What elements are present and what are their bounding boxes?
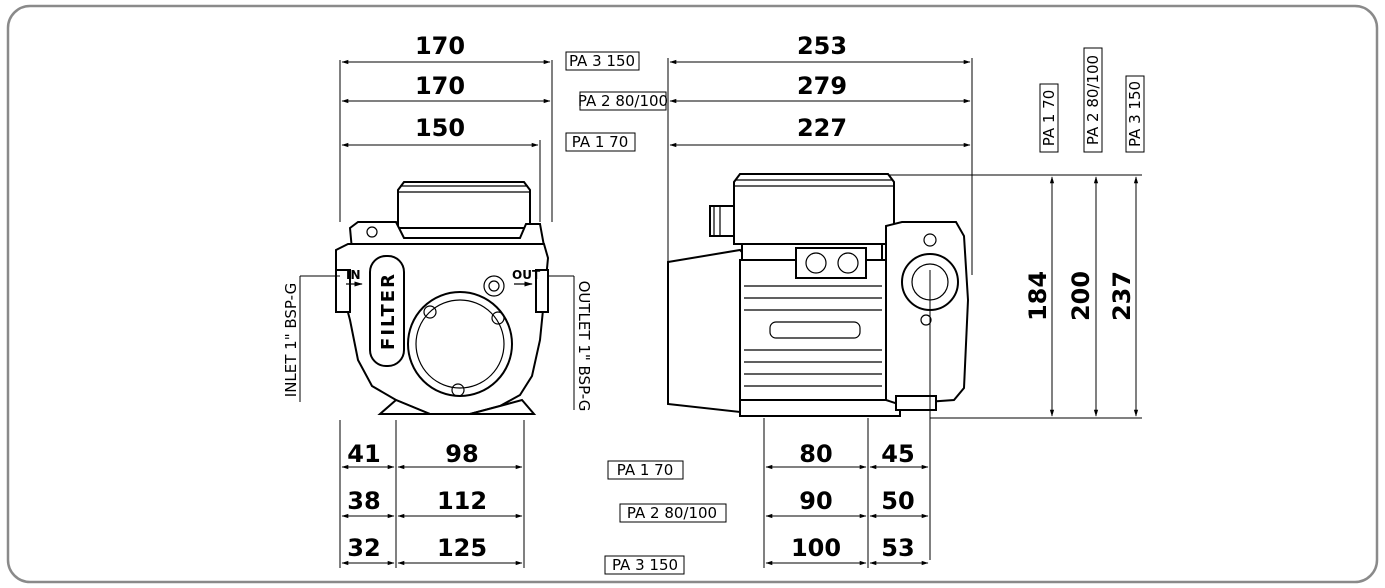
height-model-tags: PA 1 70 PA 2 80/100 PA 3 150 [1039, 47, 1145, 153]
drawing-frame [6, 4, 1379, 584]
port-labels: INLET 1" BSP-G OUTLET 1" BSP-G [282, 275, 593, 412]
side-dim-2: 279 [797, 72, 847, 100]
bottom-model-tags: PA 1 70 PA 2 80/100 PA 3 150 [604, 460, 727, 575]
bottom-c-2: 90 [799, 487, 832, 515]
bottom-c-3: 100 [791, 534, 841, 562]
bottom-a-1: 41 [347, 440, 380, 468]
filter-label: FILTER [378, 272, 399, 350]
bottom-d-3: 53 [881, 534, 914, 562]
bottom-d-2: 50 [881, 487, 914, 515]
bottom-b-2: 112 [437, 487, 487, 515]
height-dimensions: 184 200 237 [880, 174, 1142, 419]
model-tag-top-1: PA 3 150 [569, 52, 635, 70]
side-bottom-dimensions: 80 45 90 50 100 53 [763, 418, 929, 568]
model-tag-top-2: PA 2 80/100 [578, 92, 668, 110]
bottom-a-3: 32 [347, 534, 380, 562]
front-top-dimensions: 170 170 150 [339, 32, 553, 222]
outlet-label: OUTLET 1" BSP-G [575, 281, 593, 412]
side-top-dimensions: 253 279 227 [667, 32, 973, 275]
height-dim-2: 200 [1067, 271, 1095, 321]
bottom-b-3: 125 [437, 534, 487, 562]
pump-front-view: FILTER IN OUT [335, 181, 550, 415]
front-dim-2: 170 [415, 72, 465, 100]
model-tag-bottom-3: PA 3 150 [612, 556, 678, 574]
height-dim-1: 184 [1024, 271, 1052, 321]
top-model-tags: PA 3 150 PA 2 80/100 PA 1 70 [565, 51, 668, 152]
bottom-d-1: 45 [881, 440, 914, 468]
height-dim-3: 237 [1108, 271, 1136, 321]
model-tag-top-3: PA 1 70 [572, 133, 629, 151]
front-dim-1: 170 [415, 32, 465, 60]
model-tag-bottom-1: PA 1 70 [617, 461, 674, 479]
model-tag-bottom-2: PA 2 80/100 [627, 504, 717, 522]
in-label: IN [346, 268, 361, 282]
bottom-b-1: 98 [445, 440, 478, 468]
front-bottom-dimensions: 41 98 38 112 32 125 [339, 420, 525, 568]
side-dim-3: 227 [797, 114, 847, 142]
inlet-label: INLET 1" BSP-G [282, 283, 300, 397]
height-model-3: PA 3 150 [1126, 81, 1144, 147]
bottom-c-1: 80 [799, 440, 832, 468]
out-label: OUT [512, 268, 541, 282]
side-dim-1: 253 [797, 32, 847, 60]
bottom-a-2: 38 [347, 487, 380, 515]
pump-side-view [667, 173, 970, 417]
height-model-2: PA 2 80/100 [1084, 55, 1102, 145]
front-dim-3: 150 [415, 114, 465, 142]
height-model-1: PA 1 70 [1040, 90, 1058, 147]
